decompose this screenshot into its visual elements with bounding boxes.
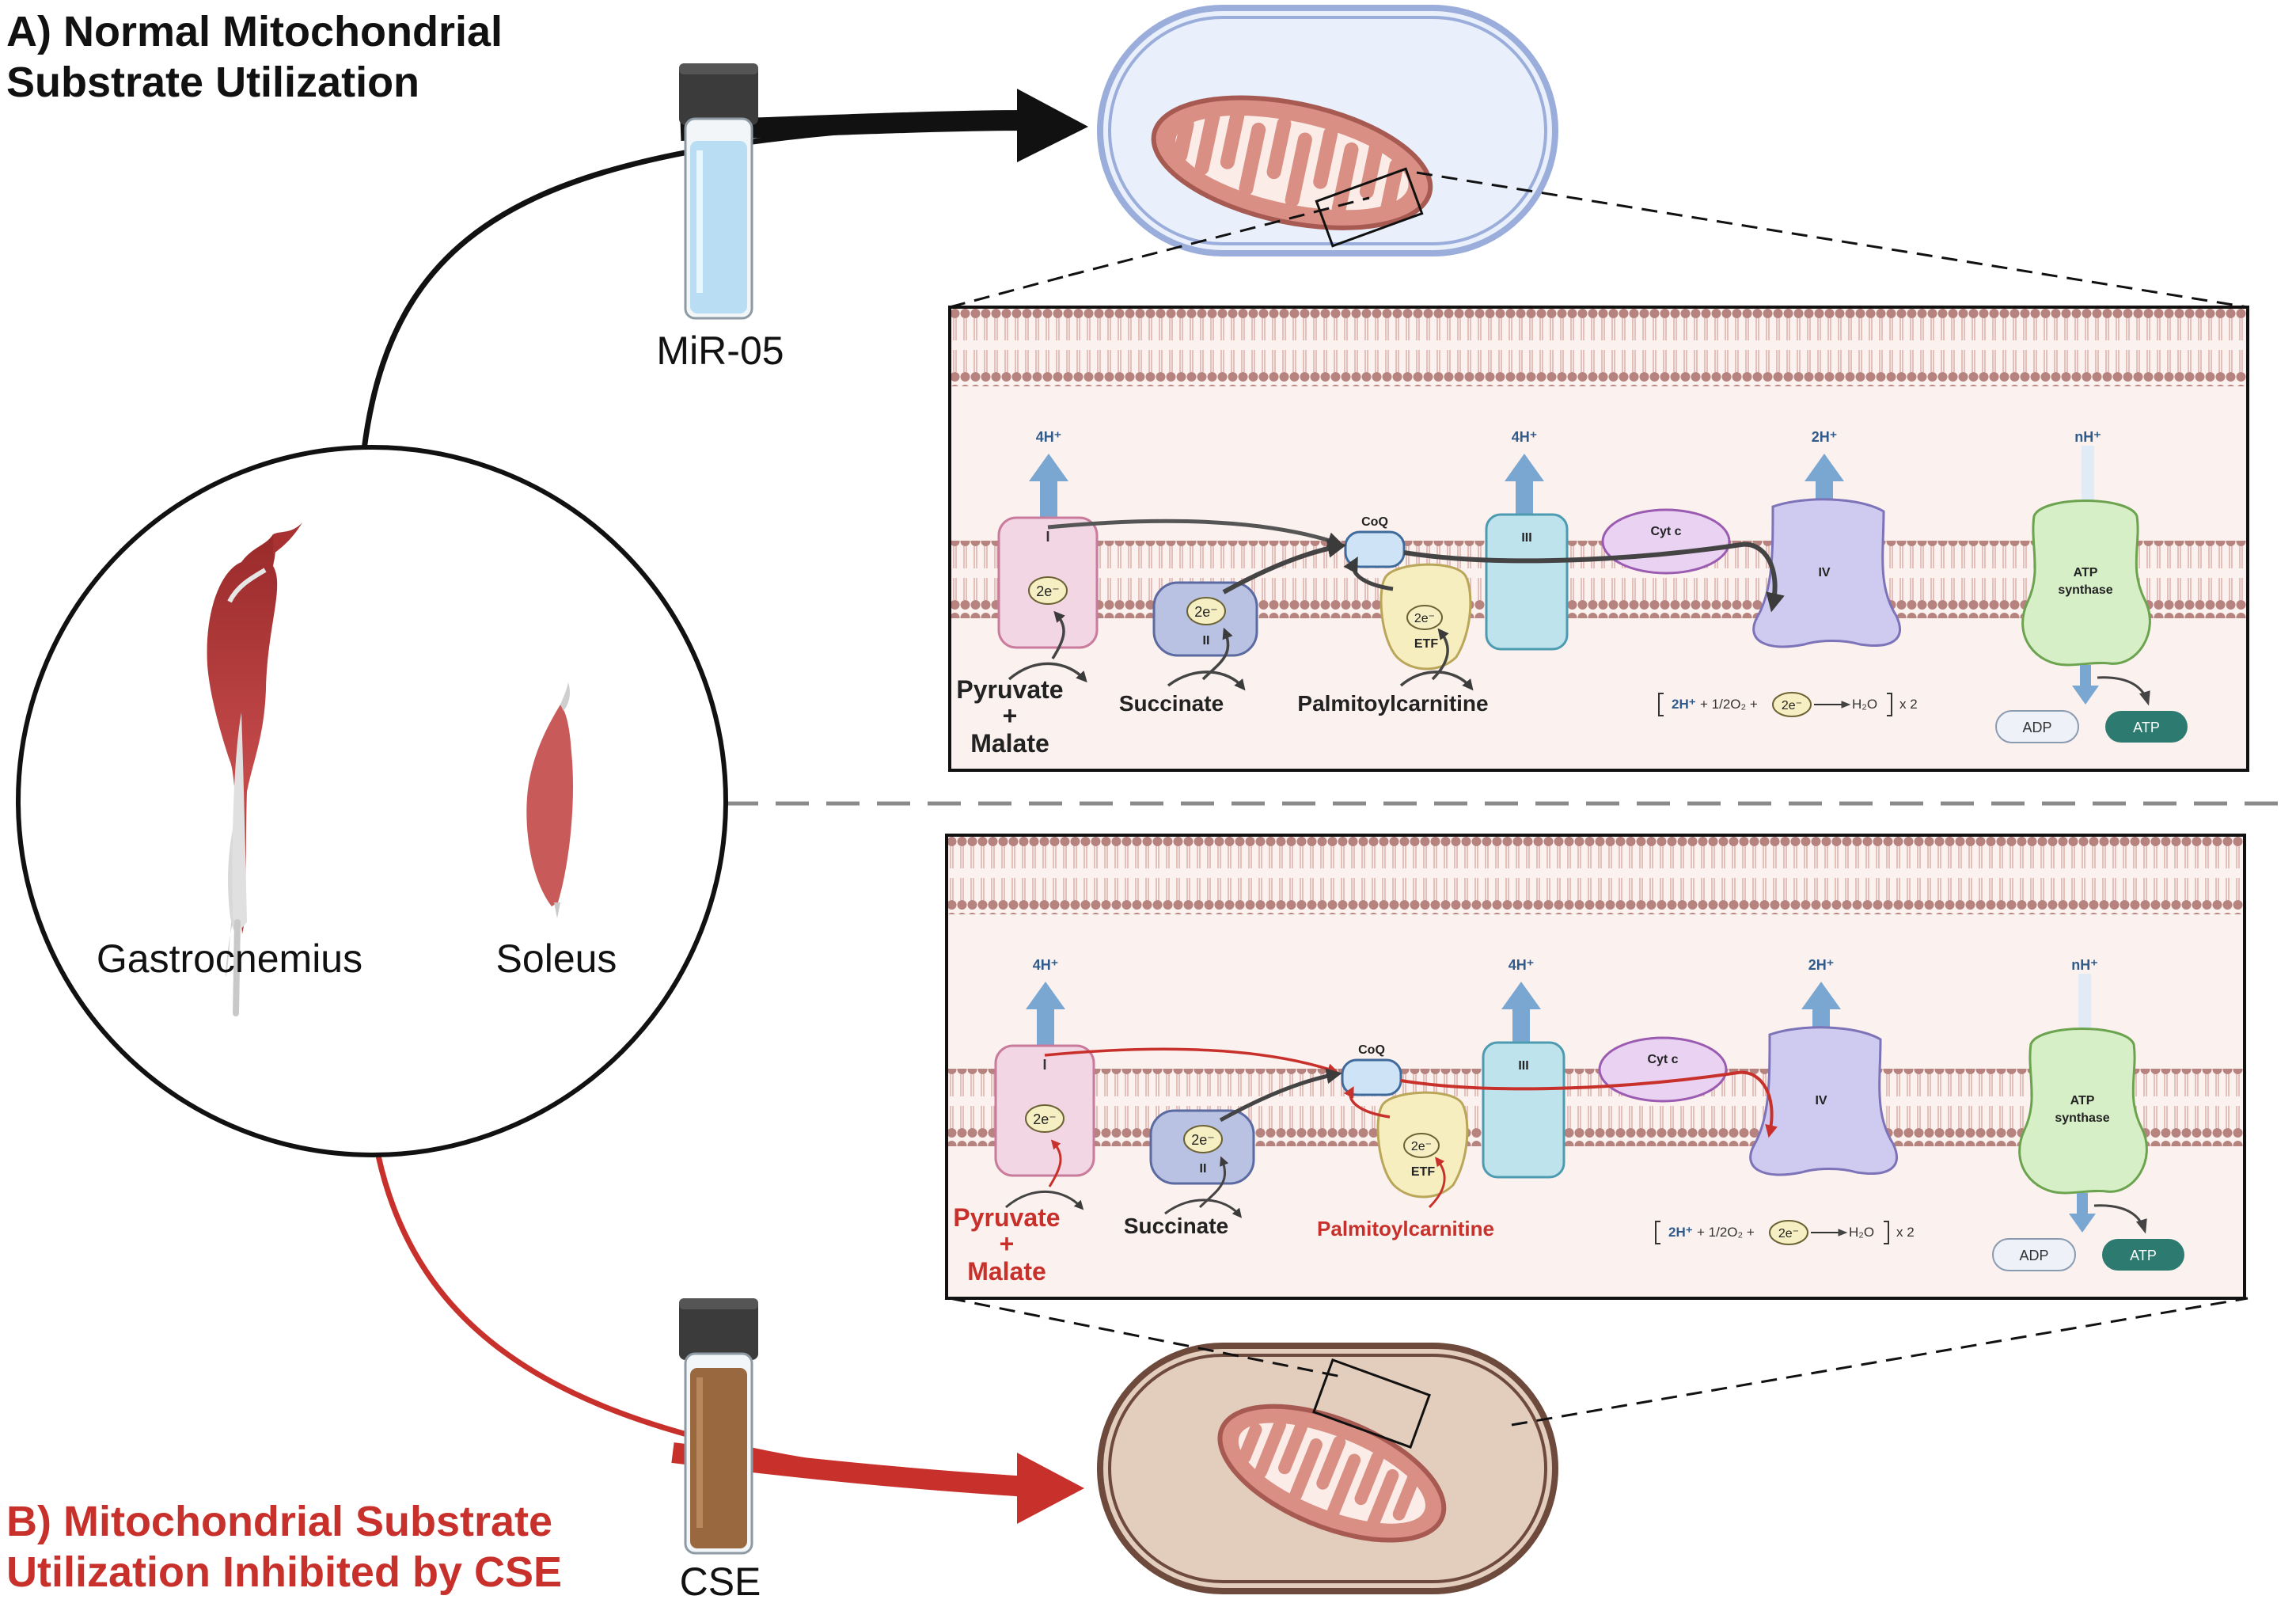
section-a-title-line1: A) Normal Mitochondrial bbox=[6, 8, 503, 55]
complex-iii bbox=[1485, 513, 1569, 651]
cyt-c bbox=[1598, 1036, 1728, 1103]
substrate-succinate: Succinate bbox=[1124, 1214, 1228, 1238]
substrate-succinate: Succinate bbox=[1119, 691, 1224, 716]
atp-synthase-label-2: synthase bbox=[2055, 1111, 2109, 1125]
svg-text:2e⁻: 2e⁻ bbox=[1782, 699, 1802, 712]
section-b-title-line2: Utilization Inhibited by CSE bbox=[6, 1548, 562, 1596]
atp-synthase bbox=[2021, 500, 2151, 667]
vial-icon bbox=[679, 63, 758, 320]
svg-text:H₂O: H₂O bbox=[1849, 1225, 1874, 1240]
atp-pill bbox=[2105, 711, 2188, 743]
complex-iv-label: IV bbox=[1815, 1094, 1827, 1107]
proton-label-i: 4H⁺ bbox=[1036, 429, 1062, 445]
cyt-c-label: Cyt c bbox=[1647, 1053, 1678, 1066]
svg-text:+ 1/2O₂ +: + 1/2O₂ + bbox=[1700, 697, 1758, 712]
mitochondrion-icon bbox=[1217, 1404, 1447, 1543]
proton-label-atp: nH⁺ bbox=[2074, 429, 2101, 445]
zoom-box-normal bbox=[1315, 167, 1424, 248]
muscle-sample-circle bbox=[16, 445, 728, 1157]
svg-text:x 2: x 2 bbox=[1899, 697, 1918, 712]
cyt-c bbox=[1601, 508, 1731, 575]
vial-label-mir05: MiR-05 bbox=[656, 329, 784, 373]
atp-synthase-label-1: ATP bbox=[2070, 1094, 2095, 1107]
substrate-pyruvate: Pyruvate bbox=[956, 675, 1063, 704]
mitochondrion-icon bbox=[1151, 95, 1433, 230]
svg-text:2H⁺: 2H⁺ bbox=[1672, 697, 1696, 712]
coq bbox=[1341, 1058, 1402, 1096]
svg-text:H₂O: H₂O bbox=[1852, 697, 1877, 712]
complex-ii-label: II bbox=[1200, 1162, 1207, 1176]
electron-label: 2e⁻ bbox=[1033, 1111, 1057, 1127]
atp-pill bbox=[2102, 1239, 2184, 1271]
etc-panel-normal: 4H⁺ 4H⁺ 2H⁺ nH⁺ I 2e⁻ 2e⁻ II CoQ 2e⁻ ETF… bbox=[948, 306, 2249, 772]
substrate-palmitoylcarnitine: Palmitoylcarnitine bbox=[1297, 691, 1488, 716]
electron-label: 2e⁻ bbox=[1036, 583, 1060, 599]
coq-label: CoQ bbox=[1358, 1043, 1385, 1057]
coq-label: CoQ bbox=[1361, 515, 1388, 529]
proton-label-i: 4H⁺ bbox=[1033, 957, 1059, 973]
atp-label: ATP bbox=[2133, 720, 2160, 735]
complex-iii-label: III bbox=[1518, 1059, 1528, 1073]
complex-i-label: I bbox=[1046, 529, 1049, 545]
zoom-box-inhibited bbox=[1312, 1358, 1431, 1449]
complex-iv-label: IV bbox=[1818, 566, 1830, 579]
adp-pill bbox=[1995, 710, 2079, 743]
substrate-palmitoylcarnitine: Palmitoylcarnitine bbox=[1317, 1217, 1494, 1240]
section-a-title-line2: Substrate Utilization bbox=[6, 59, 419, 106]
vial-label-cse: CSE bbox=[680, 1560, 761, 1604]
substrate-malate: Malate bbox=[967, 1257, 1046, 1286]
proton-label-iv: 2H⁺ bbox=[1812, 429, 1838, 445]
atp-synthase bbox=[2018, 1028, 2148, 1195]
electron-label: 2e⁻ bbox=[1191, 1132, 1215, 1148]
svg-text:x 2: x 2 bbox=[1896, 1225, 1915, 1240]
proton-label-atp: nH⁺ bbox=[2071, 957, 2098, 973]
svg-text:2H⁺: 2H⁺ bbox=[1668, 1225, 1693, 1240]
etc-panel-inhibited: 4H⁺ 4H⁺ 2H⁺ nH⁺ I 2e⁻ 2e⁻ II CoQ 2e⁻ ETF… bbox=[945, 834, 2246, 1300]
adp-label: ADP bbox=[2019, 1248, 2048, 1263]
complex-iii-label: III bbox=[1521, 531, 1531, 545]
complex-iv bbox=[1752, 498, 1901, 648]
complex-ii-label: II bbox=[1203, 634, 1210, 648]
complex-i-label: I bbox=[1042, 1057, 1046, 1073]
complex-iii bbox=[1482, 1041, 1565, 1179]
svg-text:+ 1/2O₂ +: + 1/2O₂ + bbox=[1697, 1225, 1755, 1240]
vial-icon bbox=[679, 1298, 758, 1555]
electron-label: 2e⁻ bbox=[1194, 604, 1218, 620]
etf-label: ETF bbox=[1411, 1165, 1435, 1179]
atp-label: ATP bbox=[2130, 1248, 2157, 1263]
substrate-plus: + bbox=[1000, 1229, 1015, 1258]
substrate-pyruvate: Pyruvate bbox=[953, 1203, 1060, 1232]
proton-label-iii: 4H⁺ bbox=[1512, 429, 1538, 445]
substrate-malate: Malate bbox=[970, 729, 1049, 758]
oxygen-reaction: 2H⁺ + 1/2O₂ + 2e⁻ H₂O x 2 bbox=[1655, 1220, 1915, 1245]
muscle-icon bbox=[207, 522, 302, 1016]
muscle-label-soleus: Soleus bbox=[496, 936, 617, 981]
electron-label: 2e⁻ bbox=[1411, 1140, 1432, 1153]
section-b-title-line1: B) Mitochondrial Substrate bbox=[6, 1498, 552, 1545]
electron-label: 2e⁻ bbox=[1414, 612, 1435, 625]
substrate-plus: + bbox=[1003, 701, 1018, 730]
proton-label-iii: 4H⁺ bbox=[1509, 957, 1535, 973]
etf-label: ETF bbox=[1414, 637, 1438, 651]
complex-iv bbox=[1749, 1026, 1898, 1176]
proton-label-iv: 2H⁺ bbox=[1808, 957, 1835, 973]
adp-pill bbox=[1992, 1238, 2076, 1271]
muscle-icon bbox=[526, 682, 574, 918]
cyt-c-label: Cyt c bbox=[1650, 525, 1681, 538]
muscle-label-gastrocnemius: Gastrocnemius bbox=[97, 936, 362, 981]
adp-label: ADP bbox=[2022, 720, 2051, 735]
coq bbox=[1344, 530, 1406, 568]
atp-synthase-label-1: ATP bbox=[2074, 566, 2098, 579]
oxygen-reaction: 2H⁺ + 1/2O₂ + 2e⁻ H₂O x 2 bbox=[1658, 692, 1918, 717]
svg-text:2e⁻: 2e⁻ bbox=[1778, 1227, 1799, 1240]
atp-synthase-label-2: synthase bbox=[2058, 583, 2112, 597]
